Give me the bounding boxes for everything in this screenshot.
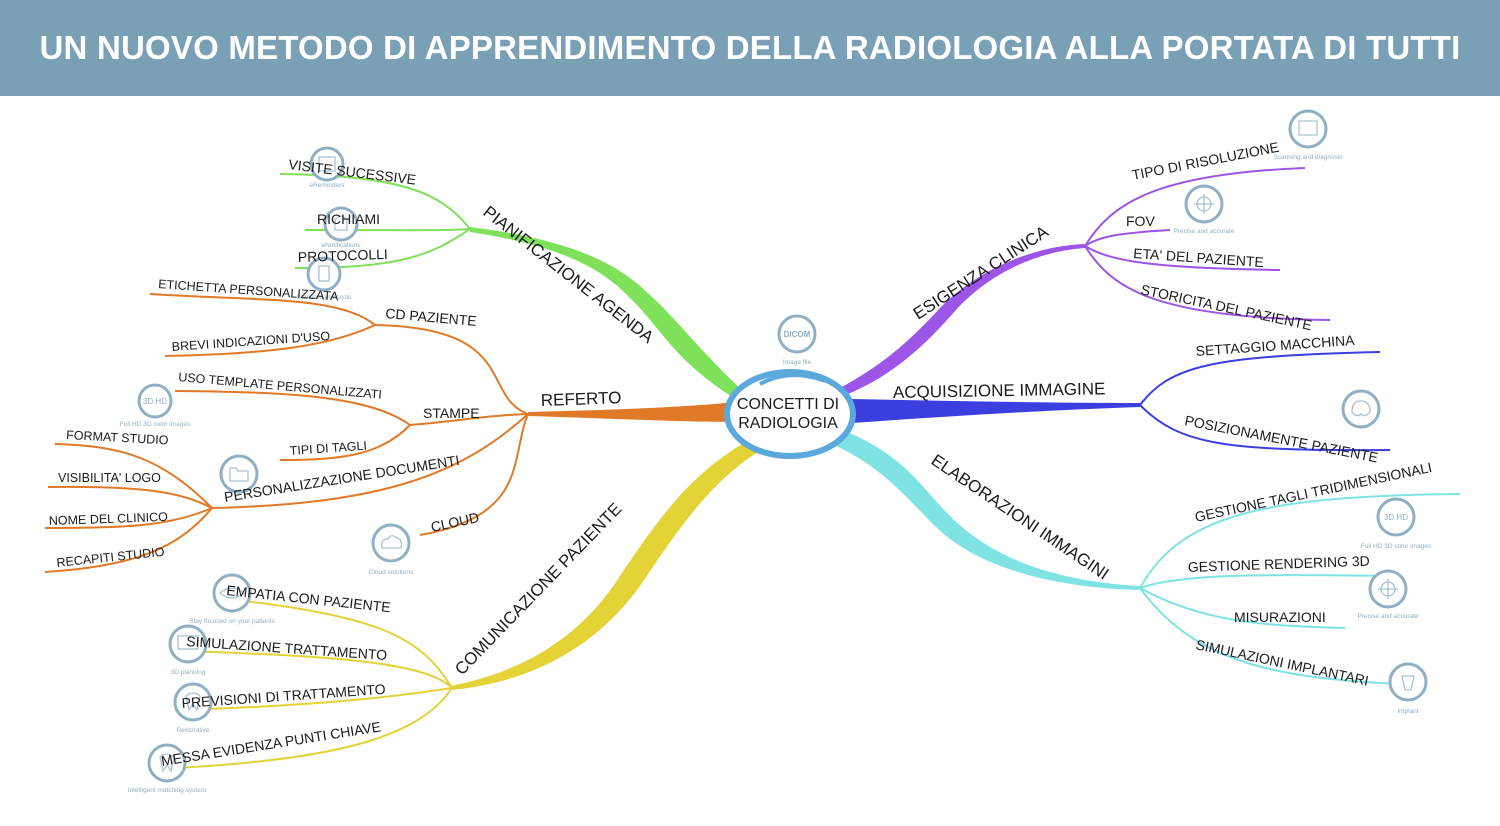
icon-caption: Precise and accurate (1173, 228, 1234, 235)
branch-pianificazione (470, 227, 748, 402)
folder-icon (219, 454, 259, 494)
node-settaggio-macchina[interactable]: SETTAGGIO MACCHINA (1195, 332, 1356, 359)
icon-caption: Standard protocols (297, 294, 352, 301)
branch-label-pianificazione[interactable]: PIANIFICAZIONE AGENDA (480, 202, 658, 347)
branch-label-esigenza[interactable]: ESIGENZA CLINICA (910, 222, 1052, 324)
branch-elaborazioni (832, 431, 1140, 590)
node-nome-del-clinico[interactable]: NOME DEL CLINICO (49, 510, 169, 528)
node-tipi-di-tagli[interactable]: TIPI DI TAGLI (289, 439, 367, 458)
node-eta-paziente[interactable]: ETA' DEL PAZIENTE (1133, 245, 1265, 270)
node-storicita-paziente[interactable]: STORICITA DEL PAZIENTE (1139, 281, 1313, 333)
node-simulazione-trattamento[interactable]: SIMULAZIONE TRATTAMENTO (186, 633, 388, 663)
node-messa-evidenza[interactable]: MESSA EVIDENZA PUNTI CHIAVE (160, 718, 382, 769)
scanner-icon: Scanning and diagnosis (1273, 109, 1343, 161)
node-cloud[interactable]: CLOUD (429, 509, 480, 535)
icon-caption: Stay focused on your patients (189, 618, 275, 625)
dicom-icon: DICOM Image file (777, 314, 817, 366)
icon-caption: Implant (1397, 708, 1419, 715)
branch-acquisizione (852, 399, 1140, 423)
node-previsioni-trattamento[interactable]: PREVISIONI DI TRATTAMENTO (181, 681, 386, 711)
branch-label-referto[interactable]: REFERTO (540, 388, 621, 410)
tooth-match-icon: Intelligent matching system (128, 743, 206, 794)
icon-caption: Restorative (177, 727, 210, 734)
branch-comunicazione (450, 444, 758, 690)
crosshair-icon: Precise and accurate (1173, 184, 1235, 235)
central-label-line2: RADIOLOGIA (738, 415, 838, 432)
crosshair-icon: Precise and accurate (1357, 569, 1419, 620)
calendar-icon: eReminders (309, 146, 345, 189)
icon-caption: 3D planning (171, 669, 206, 676)
node-simulazioni-implantari[interactable]: SIMULAZIONI IMPLANTARI (1194, 636, 1370, 688)
bell-icon: eNotifications (321, 206, 361, 249)
cloud-icon: Cloud solutions (369, 523, 414, 576)
node-recapiti-studio[interactable]: RECAPITI STUDIO (56, 545, 165, 570)
node-protocolli[interactable]: PROTOCOLLI (298, 246, 389, 265)
icon-caption: eReminders (309, 182, 345, 189)
implant-icon: Implant (1388, 662, 1428, 715)
svg-text:3D HD: 3D HD (1384, 513, 1408, 522)
elaborazioni-links (1139, 493, 1461, 685)
icon-caption: Cloud solutions (369, 569, 414, 576)
node-tipo-di-risoluzione[interactable]: TIPO DI RISOLUZIONE (1131, 139, 1281, 183)
node-fov[interactable]: FOV (1126, 213, 1155, 229)
central-label-line1: CONCETTI DI (737, 396, 839, 413)
node-gestione-rendering[interactable]: GESTIONE RENDERING 3D (1188, 553, 1370, 575)
node-cd-paziente[interactable]: CD PAZIENTE (385, 305, 478, 329)
icon-caption: Image file (783, 359, 812, 366)
icon-caption: Full HD 3D color images (120, 421, 191, 428)
node-visibilita-logo[interactable]: VISIBILITA' LOGO (58, 471, 161, 485)
page-title: UN NUOVO METODO DI APPRENDIMENTO DELLA R… (39, 29, 1461, 66)
svg-text:3D HD: 3D HD (143, 397, 167, 406)
branch-label-comunicazione[interactable]: COMUNICAZIONE PAZIENTE (451, 499, 625, 678)
node-stampe[interactable]: STAMPE (423, 405, 480, 421)
eye-icon: Stay focused on your patients (189, 573, 276, 625)
brain-icon (1341, 389, 1381, 429)
document-icon: Standard protocols (297, 256, 352, 301)
icon-caption: Scanning and diagnosis (1273, 154, 1343, 161)
tooth-icon: Restorative (173, 682, 213, 734)
node-misurazioni[interactable]: MISURAZIONI (1234, 609, 1326, 625)
svg-text:DICOM: DICOM (784, 330, 811, 339)
icon-caption: Full HD 3D color images (1361, 543, 1432, 550)
monitor-icon: 3D planning (168, 624, 208, 676)
title-banner: UN NUOVO METODO DI APPRENDIMENTO DELLA R… (0, 0, 1500, 96)
referto-links (44, 293, 529, 573)
comunicazione-links (154, 597, 453, 770)
mind-map: eReminders eNotifications Standard proto… (44, 109, 1461, 794)
node-brevi-indicazioni[interactable]: BREVI INDICAZIONI D'USO (171, 329, 331, 354)
branch-label-acquisizione[interactable]: ACQUISIZIONE IMMAGINE (893, 379, 1106, 402)
central-node[interactable]: CONCETTI DI RADIOLOGIA (724, 369, 856, 459)
branch-esigenza (840, 244, 1085, 394)
branch-referto (528, 402, 735, 422)
esigenza-links (1084, 167, 1331, 321)
acquisizione-links (1139, 351, 1391, 452)
node-richiami[interactable]: RICHIAMI (317, 211, 380, 227)
icon-caption: Precise and accurate (1357, 613, 1418, 620)
node-format-studio[interactable]: FORMAT STUDIO (66, 428, 169, 447)
3d-hd-icon: 3D HD Full HD 3D color images (1361, 497, 1432, 550)
icon-caption: eNotifications (321, 242, 361, 249)
node-uso-template[interactable]: USO TEMPLATE PERSONALIZZATI (178, 370, 383, 402)
3d-hd-icon: 3D HD Full HD 3D color images (120, 383, 191, 428)
icon-caption: Intelligent matching system (128, 787, 206, 794)
node-visite-sucessive[interactable]: VISITE SUCESSIVE (288, 156, 417, 188)
